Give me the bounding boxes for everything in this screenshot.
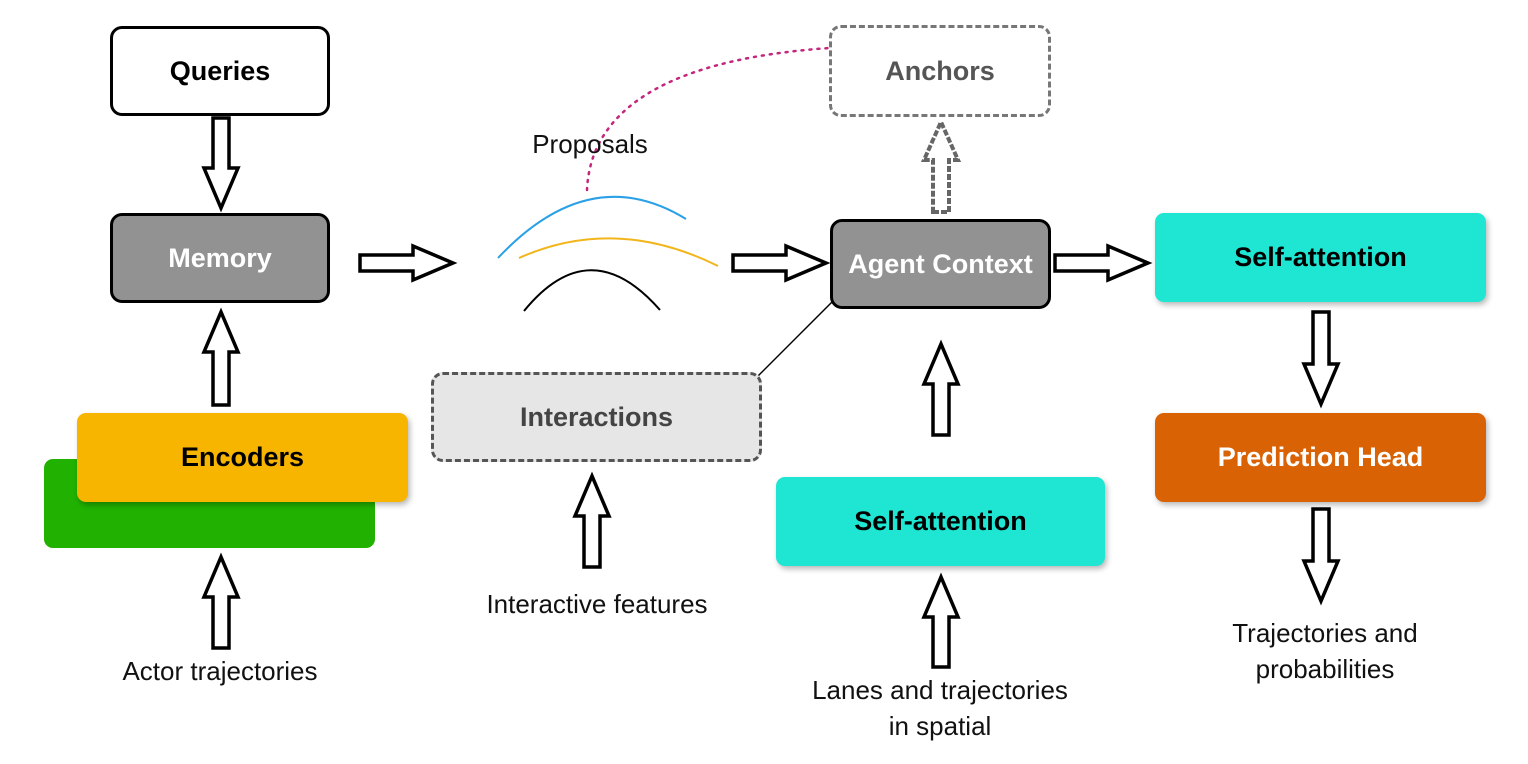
arrow-context-to-self-attention — [1053, 243, 1153, 283]
queries-label: Queries — [169, 55, 271, 86]
proposal-curve-blue — [497, 195, 687, 259]
prediction-head-label: Prediction Head — [1217, 442, 1424, 472]
encoders-box: Encoders — [77, 413, 408, 502]
arrow-memory-to-proposals — [358, 243, 458, 283]
memory-box: Memory — [110, 213, 330, 303]
output-line-1: Trajectories and — [1232, 618, 1418, 648]
memory-label: Memory — [168, 242, 272, 273]
anchors-label: Anchors — [885, 55, 995, 86]
interactive-features-label: Interactive features — [486, 589, 708, 619]
queries-box: Queries — [110, 26, 330, 116]
proposal-curve-yellow — [518, 237, 719, 267]
output-line-2: probabilities — [1255, 654, 1395, 684]
arrow-encoders-to-memory — [201, 307, 241, 407]
arrow-self-attention-to-head — [1301, 310, 1341, 409]
proposals-label: Proposals — [532, 129, 648, 159]
lanes-line-2: in spatial — [888, 711, 992, 741]
arrow-context-to-anchors — [920, 117, 962, 214]
output-label: Trajectories and probabilities — [1180, 615, 1470, 687]
arrow-head-to-output — [1301, 507, 1341, 606]
self-attention-top-label: Self-attention — [1234, 242, 1407, 272]
arrow-features-to-interactions — [572, 471, 612, 569]
self-attention-bottom-label: Self-attention — [854, 506, 1027, 536]
interactions-box: Interactions — [431, 372, 762, 462]
proposal-curve-black — [523, 269, 661, 312]
interactions-to-context-line — [757, 296, 838, 377]
encoders-label: Encoders — [180, 442, 305, 472]
lanes-and-trajectories-label: Lanes and trajectories in spatial — [770, 672, 1110, 744]
lanes-line-1: Lanes and trajectories — [812, 675, 1068, 705]
arrow-proposals-to-context — [731, 243, 831, 283]
prediction-head-box: Prediction Head — [1155, 413, 1486, 502]
arrow-self-attention-to-context — [921, 339, 961, 437]
arrow-actor-to-encoders — [201, 552, 241, 650]
self-attention-top-box: Self-attention — [1155, 213, 1486, 302]
actor-trajectories-label: Actor trajectories — [122, 656, 318, 686]
anchors-box: Anchors — [829, 25, 1051, 117]
agent-context-box: Agent Context — [830, 219, 1051, 309]
arrow-queries-to-memory — [201, 116, 241, 213]
arrow-lanes-to-self-attention — [921, 572, 961, 669]
proposals-anchors-dotted-link — [585, 46, 832, 192]
agent-context-label: Agent Context — [848, 248, 1033, 279]
interactions-label: Interactions — [519, 401, 674, 432]
self-attention-bottom-box: Self-attention — [776, 477, 1105, 566]
